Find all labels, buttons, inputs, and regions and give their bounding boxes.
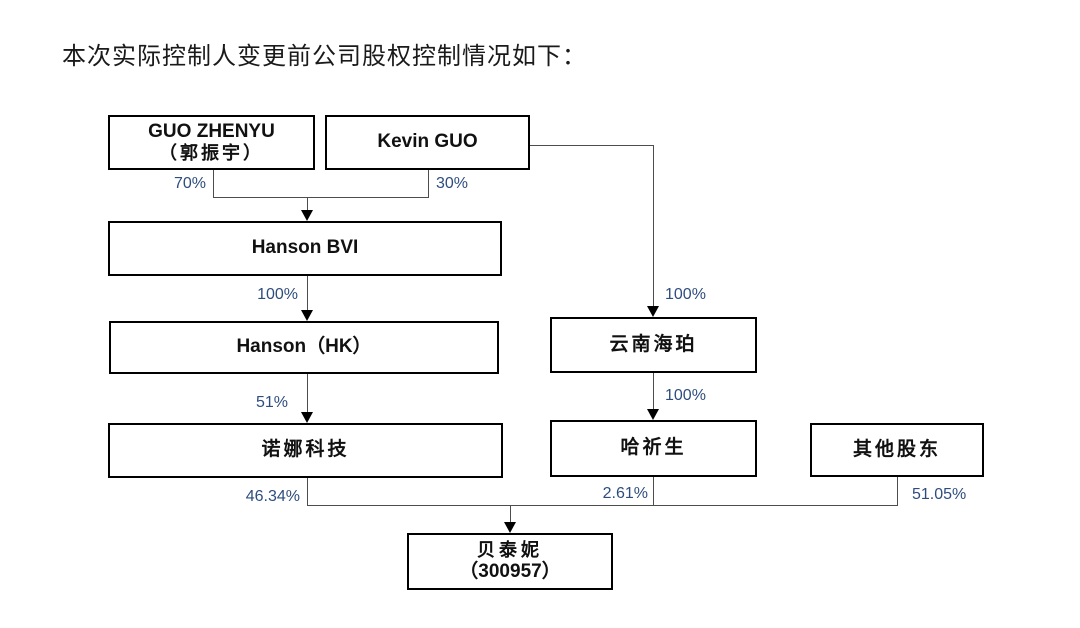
node-kevin-guo-name: Kevin GUO — [377, 131, 478, 153]
node-other-shareholders-name: 其他股东 — [852, 438, 941, 460]
connector-kevin-right — [530, 145, 654, 146]
connector-kevinguo-drop — [428, 170, 429, 198]
node-nuona-tech: 诺娜科技 — [108, 423, 503, 478]
arrowhead-haipo-icon — [647, 306, 659, 317]
connector-guozhenyu-drop — [213, 170, 214, 198]
arrowhead-nuona-icon — [301, 412, 313, 423]
node-guo-zhenyu: GUO ZHENYU （郭振宇） — [108, 115, 315, 170]
connector-top-merge — [213, 197, 429, 198]
connector-other-drop — [897, 477, 898, 506]
node-guo-zhenyu-name-cn: （郭振宇） — [159, 143, 264, 164]
connector-nuona-drop — [307, 478, 308, 506]
pct-bvi-to-hk: 100% — [257, 286, 298, 303]
pct-kevin-to-haipo: 100% — [665, 286, 706, 303]
node-haqisheng: 哈祈生 — [550, 420, 757, 477]
connector-to-haipo — [653, 145, 654, 307]
connector-haipo-to-haqisheng — [653, 373, 654, 411]
node-yunnan-haipo-name: 云南海珀 — [609, 333, 698, 355]
node-other-shareholders: 其他股东 — [810, 423, 984, 477]
node-betaini-name: 贝泰妮 — [477, 539, 543, 560]
pct-nuona-to-betaini: 46.34% — [245, 488, 300, 505]
node-kevin-guo: Kevin GUO — [325, 115, 530, 170]
connector-bottom-merge — [307, 505, 898, 506]
connector-to-hansonbvi — [307, 197, 308, 212]
pct-hk-to-nuona: 51% — [255, 394, 288, 411]
page-title: 本次实际控制人变更前公司股权控制情况如下： — [62, 44, 587, 70]
node-hanson-hk: Hanson（HK） — [109, 321, 499, 374]
connector-hk-to-nuona — [307, 374, 308, 414]
pct-haqisheng-to-betaini: 2.61% — [602, 485, 648, 502]
pct-haipo-to-haqisheng: 100% — [665, 387, 706, 404]
node-guo-zhenyu-name: GUO ZHENYU — [148, 120, 275, 142]
arrowhead-betaini-icon — [504, 522, 516, 533]
node-betaini-stock-code: （300957） — [459, 560, 561, 582]
pct-guo-to-bvi: 70% — [173, 175, 206, 192]
arrowhead-haqisheng-icon — [647, 409, 659, 420]
connector-bvi-to-hk — [307, 276, 308, 312]
node-hanson-bvi: Hanson BVI — [108, 221, 502, 276]
node-hanson-hk-name: Hanson（HK） — [236, 336, 372, 358]
node-betaini: 贝泰妮 （300957） — [407, 533, 613, 590]
arrowhead-hansonhk-icon — [301, 310, 313, 321]
connector-to-betaini — [510, 505, 511, 523]
node-yunnan-haipo: 云南海珀 — [550, 317, 757, 373]
node-haqisheng-name: 哈祈生 — [620, 437, 687, 459]
pct-kevin-to-bvi: 30% — [436, 175, 469, 192]
node-nuona-tech-name: 诺娜科技 — [261, 439, 350, 461]
node-hanson-bvi-name: Hanson BVI — [251, 237, 359, 259]
arrowhead-hansonbvi-icon — [301, 210, 313, 221]
pct-other-to-betaini: 51.05% — [912, 486, 967, 503]
connector-haqisheng-drop — [653, 477, 654, 506]
